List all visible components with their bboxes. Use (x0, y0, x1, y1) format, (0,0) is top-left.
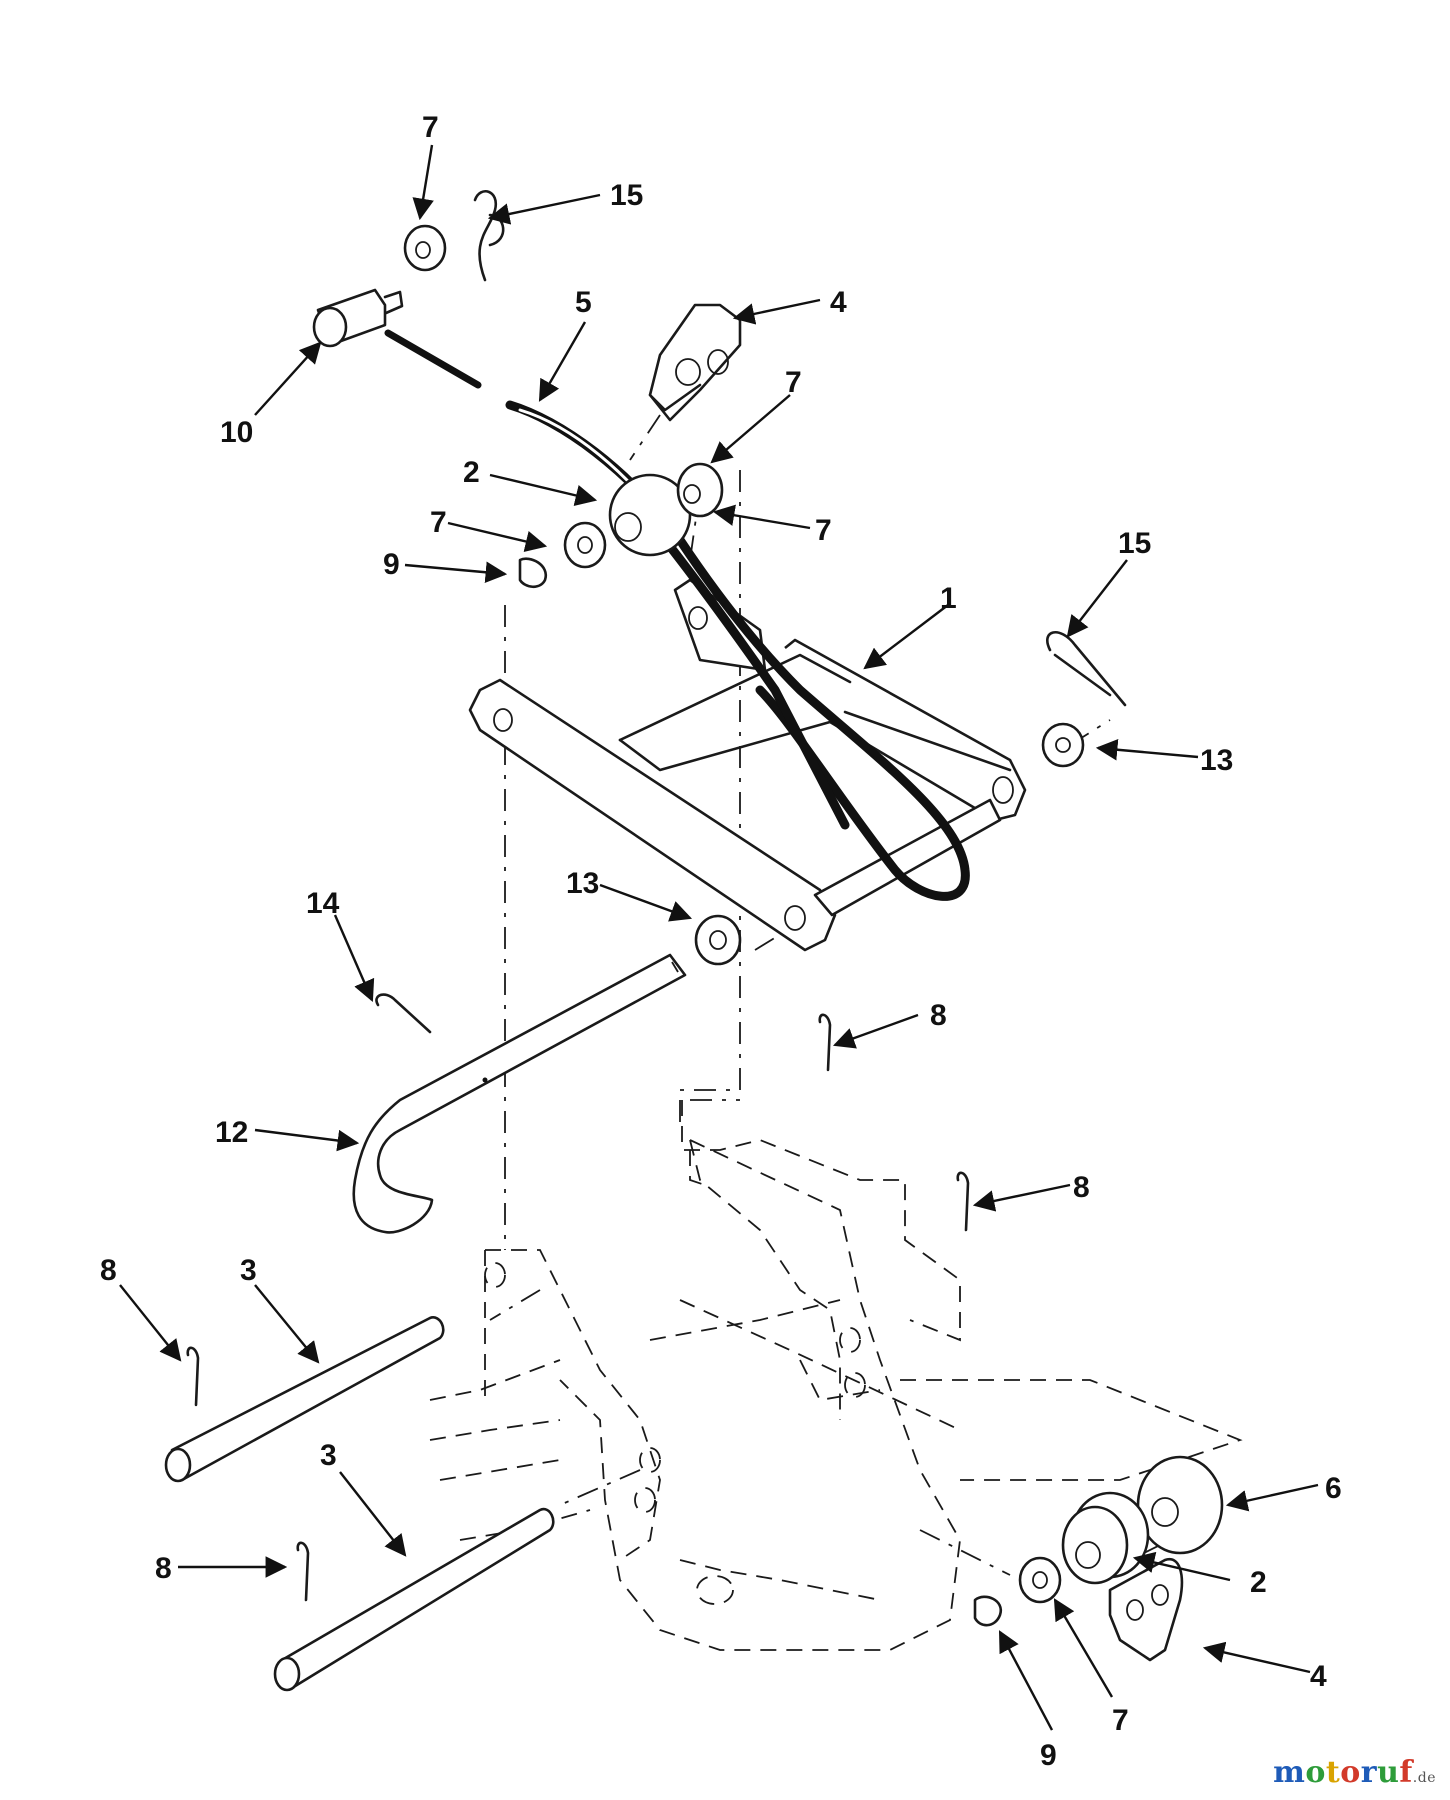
watermark-letter: u (1377, 1755, 1400, 1790)
handle-pin-part-12 (352, 953, 687, 1234)
callout-5: 5 (575, 286, 592, 319)
assembly-centerlines (489, 414, 1161, 1576)
washer-part-7-upper (403, 224, 447, 272)
idler-pulley-part-2-top (608, 473, 692, 557)
callout-6: 6 (1325, 1472, 1342, 1505)
callout-1: 1 (940, 582, 957, 615)
callout-7-right-b: 7 (815, 514, 832, 547)
washer-part-7-bottom (1018, 1556, 1062, 1604)
watermark-letter: o (1305, 1755, 1326, 1790)
callout-9-bottom: 9 (1040, 1739, 1057, 1772)
watermark-letter: f (1399, 1755, 1413, 1790)
cotter-pins (186, 993, 970, 1602)
washer-part-7-left (563, 521, 607, 569)
watermark-letter: t (1325, 1755, 1341, 1790)
callout-8-left-top: 8 (100, 1254, 117, 1287)
callout-10: 10 (220, 416, 253, 449)
lower-pulley-stack (973, 1455, 1224, 1662)
callout-7-bottom: 7 (1112, 1704, 1129, 1737)
washer-part-13-right (1041, 722, 1085, 768)
callout-15-top: 15 (610, 179, 643, 212)
watermark-logo: motoruf.de (1273, 1755, 1436, 1790)
pin-part-3-top (170, 1316, 445, 1482)
cotter-pin-part-8-right (956, 1171, 970, 1232)
callout-7-top: 7 (422, 111, 439, 144)
watermark-letter: m (1273, 1755, 1306, 1790)
callout-9-top: 9 (383, 548, 400, 581)
cotter-pin-part-8-mid (818, 1013, 832, 1072)
watermark-letter: o (1340, 1755, 1361, 1790)
callout-12: 12 (215, 1116, 248, 1149)
callout-3-bottom: 3 (320, 1439, 337, 1472)
callout-8-mid: 8 (930, 999, 947, 1032)
callout-7-left: 7 (430, 506, 447, 539)
callout-8-right: 8 (1073, 1171, 1090, 1204)
hair-pin-clips (473, 190, 1127, 707)
watermark-tld: .de (1412, 1770, 1436, 1786)
callout-7-right-a: 7 (785, 366, 802, 399)
callout-4-top: 4 (830, 286, 847, 319)
callout-15-right: 15 (1118, 527, 1151, 560)
clevis-pins-part-3 (164, 1316, 555, 1692)
watermark-letter: r (1360, 1755, 1378, 1790)
callout-14: 14 (306, 887, 340, 920)
bracket-part-4-bottom (1108, 1557, 1184, 1662)
hair-pin-part-15-right (1046, 630, 1127, 707)
spacer-part-6 (1136, 1455, 1224, 1555)
retaining-ring-part-9-bottom (973, 1595, 1003, 1627)
adjuster-rod-part-10 (312, 224, 482, 389)
top-pulley-stack (518, 462, 724, 589)
watermark-letters: motoruf (1273, 1755, 1413, 1790)
callout-13-right: 13 (1200, 744, 1233, 777)
callout-labels: 7 15 5 4 10 7 2 7 7 9 15 1 13 14 13 8 12… (100, 111, 1342, 1772)
cotter-pin-part-8-left-top (186, 1346, 200, 1407)
retaining-ring-part-9-top (518, 557, 548, 589)
mounting-bracket-outline (429, 1100, 1243, 1651)
pin-part-3-bottom (280, 1507, 555, 1690)
idler-arm-part-4-top (648, 303, 742, 422)
hair-pin-part-15-top (473, 190, 498, 282)
callout-2-top: 2 (463, 456, 480, 489)
callout-8-left-bottom: 8 (155, 1552, 172, 1585)
callout-13-mid: 13 (566, 867, 599, 900)
callout-2-bottom: 2 (1250, 1566, 1267, 1599)
leader-arrows (119, 144, 1319, 1731)
callout-4-bottom: 4 (1310, 1660, 1327, 1693)
callout-3-top: 3 (240, 1254, 257, 1287)
cotter-pin-part-8-left-bottom (296, 1541, 310, 1602)
washer-part-13-mid (694, 914, 742, 966)
cotter-pin-part-14 (375, 993, 432, 1034)
